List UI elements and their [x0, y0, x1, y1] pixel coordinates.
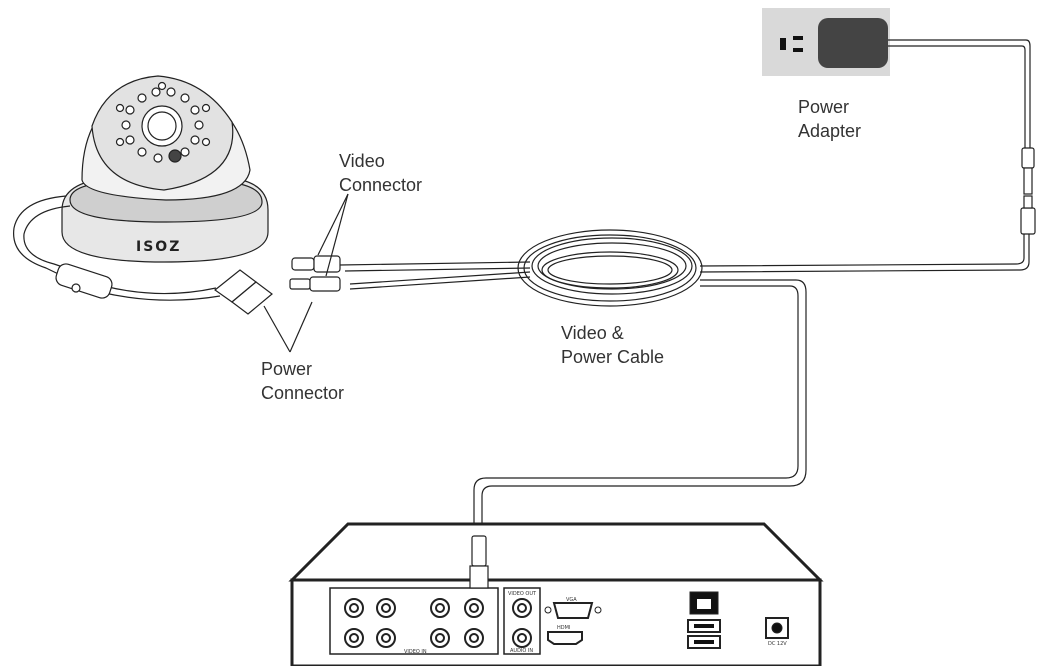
power-adapter-label: Power Adapter: [798, 97, 862, 141]
bnc-connector-icon: [344, 598, 532, 648]
video-power-cable-label: Video & Power Cable: [561, 323, 665, 367]
camera-brand-logo: ISOZ: [136, 239, 182, 255]
dvr-dc-label: DC 12V: [768, 641, 787, 647]
dvr-vga-label: VGA: [566, 597, 577, 603]
dvr-hdmi-label: HDMI: [557, 625, 571, 631]
vga-port-icon: [552, 602, 594, 619]
power-connector-icon: [214, 269, 273, 315]
dvr-plug-icon: [469, 535, 489, 589]
dome-camera-icon: [13, 75, 269, 301]
video-connector-icon: [289, 255, 341, 292]
cables: [339, 39, 1031, 540]
dvr-audio-in-label: AUDIO IN: [510, 648, 534, 654]
power-adapter-icon: [762, 8, 890, 76]
power-connector-label: Power Connector: [261, 359, 345, 403]
video-connector-label: Video Connector: [339, 151, 423, 195]
adapter-plug-icon: [1020, 147, 1036, 235]
dvr-video-in-label: VIDEO IN: [404, 649, 427, 655]
hdmi-port-icon: [547, 631, 583, 645]
dvr-video-out-label: VIDEO OUT: [508, 591, 537, 597]
pointer-lines: [263, 193, 349, 353]
dvr-recorder-icon: [288, 522, 824, 666]
cable-coil-icon: [517, 229, 703, 307]
